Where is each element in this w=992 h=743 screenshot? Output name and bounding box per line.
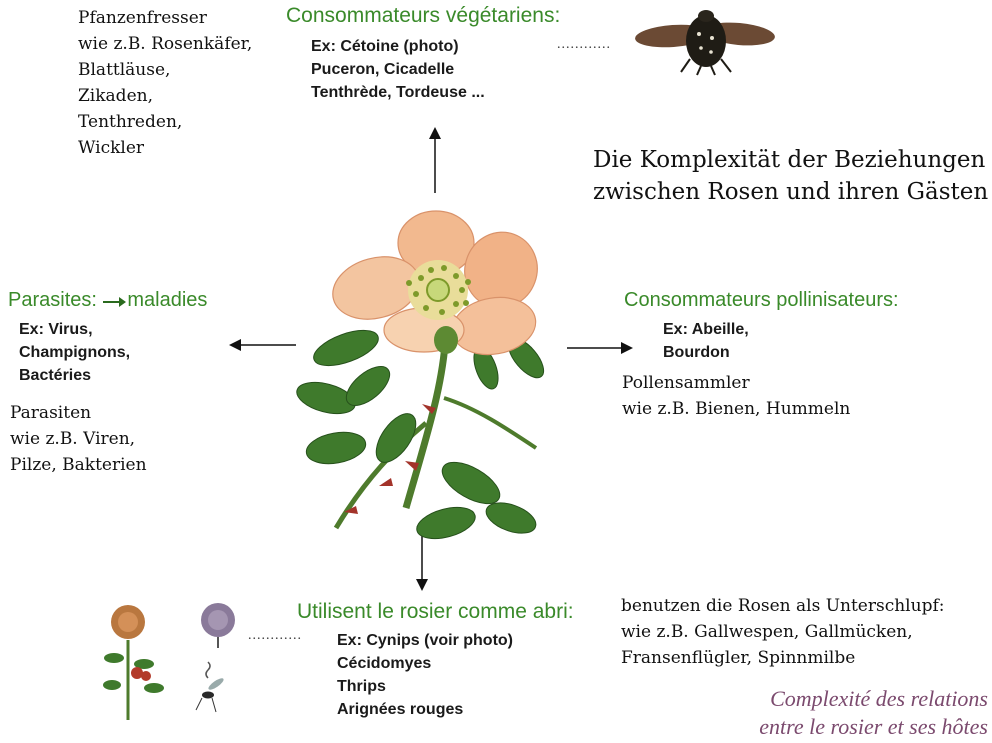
text-line: Parasiten [10, 400, 147, 426]
german-parasites-text: Parasiten wie z.B. Viren, Pilze, Bakteri… [10, 400, 147, 478]
text-line: wie z.B. Gallwespen, Gallmücken, [621, 619, 944, 645]
french-title: Complexité des relations entre le rosier… [759, 685, 988, 741]
example-line: Champignons, [19, 341, 130, 364]
title-line: entre le rosier et ses hôtes [759, 713, 988, 741]
example-line: Bourdon [663, 341, 749, 364]
leaf [413, 502, 478, 545]
gall-wasp-icon [202, 692, 214, 699]
leaf [368, 407, 423, 469]
shelter-dots: ............ [248, 628, 302, 644]
shelter-heading: Utilisent le rosier comme abri: [297, 600, 574, 624]
german-pollinators-text: Pollensammler wie z.B. Bienen, Hummeln [622, 370, 850, 422]
parasites-heading-row: Parasites: maladies [8, 289, 207, 312]
parasites-heading: Parasites: [8, 289, 97, 311]
example-line: Bactéries [19, 364, 130, 387]
title-line: Complexité des relations [759, 685, 988, 713]
example-line: Ex: Virus, [19, 318, 130, 341]
leaf [309, 323, 382, 373]
german-shelter-text: benutzen die Rosen als Unterschlupf: wie… [621, 593, 944, 671]
example-line: Thrips [337, 675, 513, 698]
shelter-examples: Ex: Cynips (voir photo) Cécidomyes Thrip… [337, 629, 513, 721]
parasites-heading-suffix: maladies [127, 289, 207, 311]
text-line: wie z.B. Viren, [10, 426, 147, 452]
wild-rose-image [296, 208, 568, 543]
text-line: benutzen die Rosen als Unterschlupf: [621, 593, 944, 619]
text-line: Pollensammler [622, 370, 850, 396]
small-arrow-icon [101, 296, 127, 308]
example-line: Arignées rouges [337, 698, 513, 721]
text-line: Pilze, Bakterien [10, 452, 147, 478]
leaf [304, 428, 368, 468]
galls-and-insects-image [100, 600, 250, 725]
parasites-examples: Ex: Virus, Champignons, Bactéries [19, 318, 130, 387]
text-line: wie z.B. Bienen, Hummeln [622, 396, 850, 422]
text-line: Fransenflügler, Spinnmilbe [621, 645, 944, 671]
pollinators-heading: Consommateurs pollinisateurs: [624, 289, 899, 312]
rose-bud [434, 326, 458, 354]
example-line: Cécidomyes [337, 652, 513, 675]
example-line: Ex: Abeille, [663, 318, 749, 341]
pollinators-examples: Ex: Abeille, Bourdon [663, 318, 749, 364]
example-line: Ex: Cynips (voir photo) [337, 629, 513, 652]
